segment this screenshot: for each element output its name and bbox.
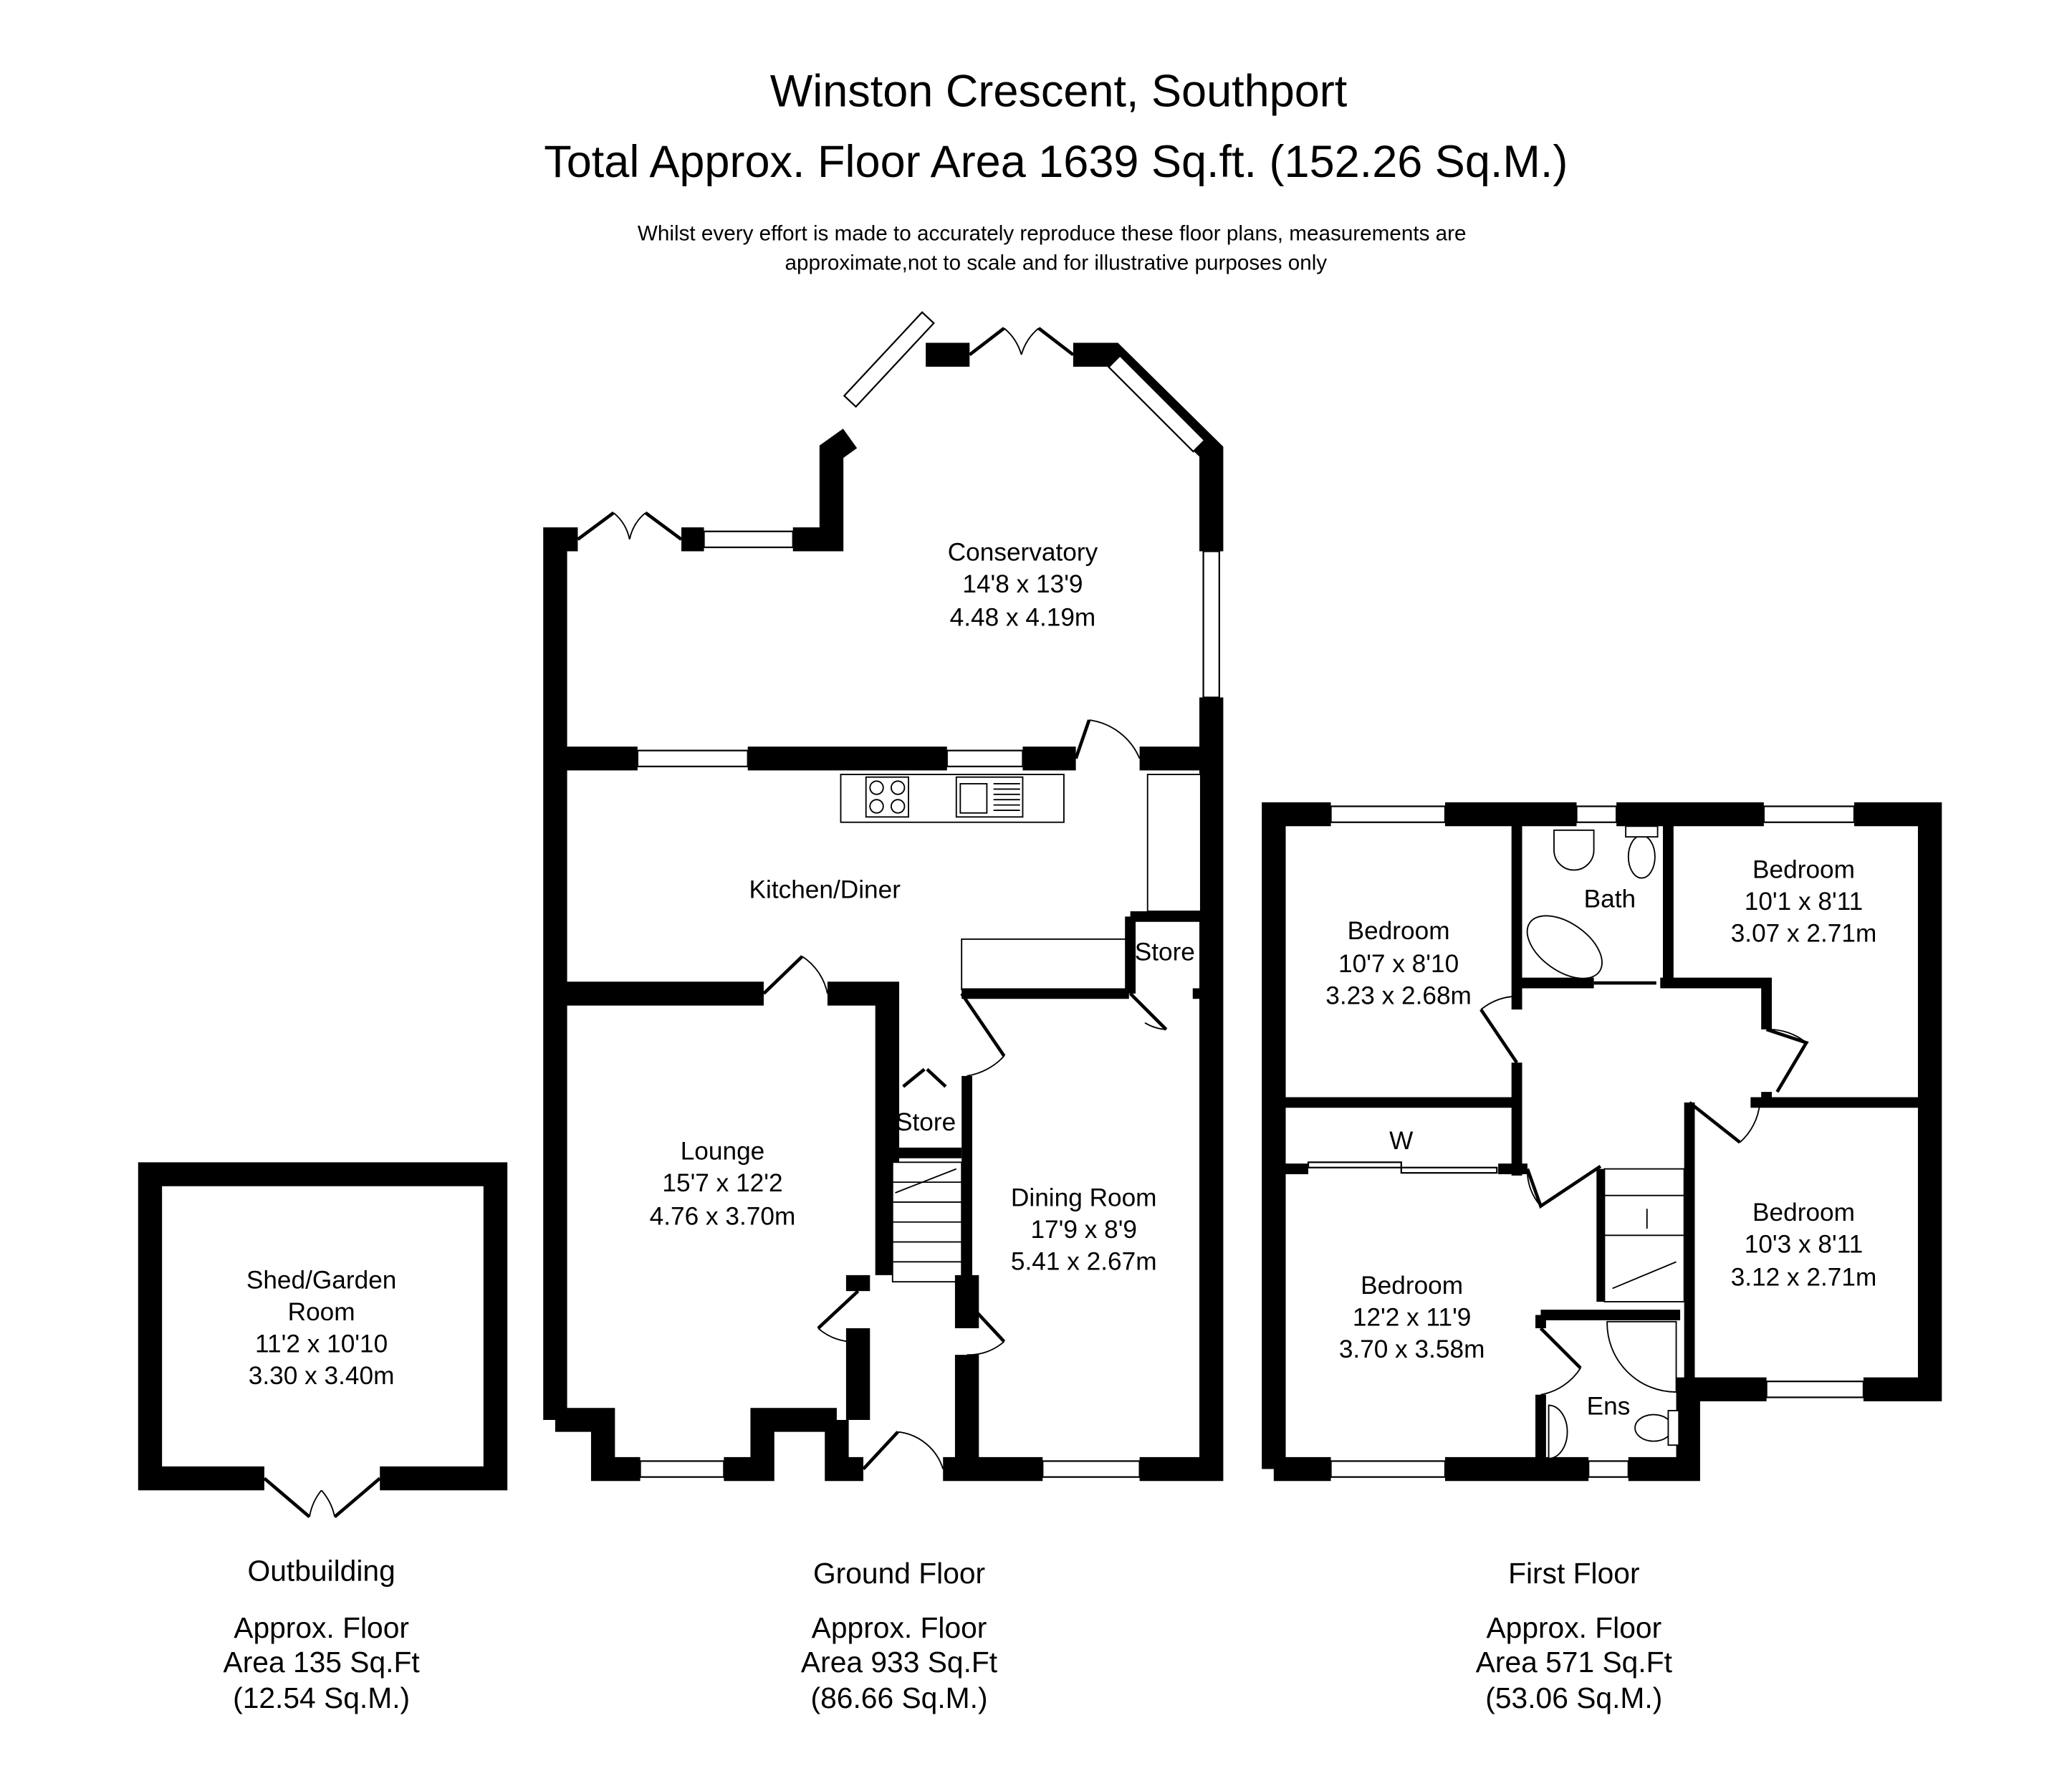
floor-area: Approx. Floor [812, 1611, 987, 1644]
floor-title: Ground Floor [813, 1557, 985, 1590]
room-name: Ens [1587, 1393, 1631, 1421]
room-imperial: 14'8 x 13'9 [962, 570, 1083, 598]
room-metric: 4.48 x 4.19m [950, 603, 1096, 631]
first-floor-plan: Bedroom 10'7 x 8'10 3.23 x 2.68m Bath Be… [1262, 802, 1942, 1482]
room-imperial: 17'9 x 8'9 [1030, 1216, 1137, 1244]
outbuilding-plan: Shed/Garden Room 11'2 x 10'10 3.30 x 3.4… [138, 1162, 508, 1519]
room-name: Shed/Garden [246, 1266, 397, 1294]
room-name: Store [896, 1108, 956, 1136]
first-floor-footer: First Floor Approx. Floor Area 571 Sq.Ft… [1476, 1557, 1673, 1714]
room-name: Conservatory [948, 539, 1098, 567]
room-metric: 3.70 x 3.58m [1339, 1335, 1485, 1363]
room-metric: 3.12 x 2.71m [1731, 1264, 1877, 1292]
floor-area: Approx. Floor [1486, 1611, 1661, 1644]
room-name: Bedroom [1752, 1199, 1855, 1227]
floor-area: Approx. Floor [234, 1611, 409, 1644]
room-imperial: 10'3 x 8'11 [1745, 1230, 1864, 1258]
room-metric: 3.30 x 3.40m [249, 1362, 395, 1390]
room-imperial: 12'2 x 11'9 [1353, 1303, 1472, 1331]
room-metric: 3.07 x 2.71m [1731, 920, 1877, 948]
room-name: Bath [1584, 885, 1636, 913]
floor-area: Area 571 Sq.Ft [1476, 1646, 1673, 1679]
ground-floor-footer: Ground Floor Approx. Floor Area 933 Sq.F… [801, 1557, 998, 1714]
room-name: Dining Room [1011, 1184, 1157, 1211]
room-name: Store [1135, 939, 1195, 966]
room-imperial: 10'7 x 8'10 [1338, 950, 1459, 978]
disclaimer-line2: approximate,not to scale and for illustr… [785, 251, 1327, 275]
floor-title: Outbuilding [248, 1554, 395, 1587]
disclaimer-line1: Whilst every effort is made to accuratel… [638, 222, 1467, 246]
floor-area: Area 933 Sq.Ft [801, 1646, 998, 1679]
room-imperial: 10'1 x 8'11 [1745, 888, 1864, 916]
floor-area: (53.06 Sq.M.) [1485, 1681, 1662, 1714]
floor-area: Area 135 Sq.Ft [224, 1646, 421, 1679]
floor-area: (12.54 Sq.M.) [233, 1681, 410, 1714]
room-name: W [1389, 1127, 1414, 1155]
room-name: Room [288, 1298, 355, 1326]
room-name: Lounge [681, 1138, 765, 1166]
room-metric: 3.23 x 2.68m [1325, 982, 1472, 1010]
plan-title: Winston Crescent, Southport [770, 67, 1348, 117]
total-area: Total Approx. Floor Area 1639 Sq.ft. (15… [544, 137, 1568, 187]
outbuilding-footer: Outbuilding Approx. Floor Area 135 Sq.Ft… [224, 1554, 421, 1714]
room-name: Kitchen/Diner [749, 875, 901, 903]
room-name: Bedroom [1752, 856, 1855, 884]
room-name: Bedroom [1348, 917, 1450, 945]
room-imperial: 15'7 x 12'2 [662, 1169, 782, 1197]
floor-title: First Floor [1508, 1557, 1639, 1590]
room-metric: 5.41 x 2.67m [1011, 1247, 1157, 1275]
floor-area: (86.66 Sq.M.) [811, 1681, 988, 1714]
room-name: Bedroom [1361, 1272, 1463, 1300]
room-metric: 4.76 x 3.70m [650, 1202, 796, 1230]
ground-floor-plan: Conservatory 14'8 x 13'9 4.48 x 4.19m Ki… [543, 311, 1224, 1482]
room-imperial: 11'2 x 10'10 [255, 1330, 388, 1358]
